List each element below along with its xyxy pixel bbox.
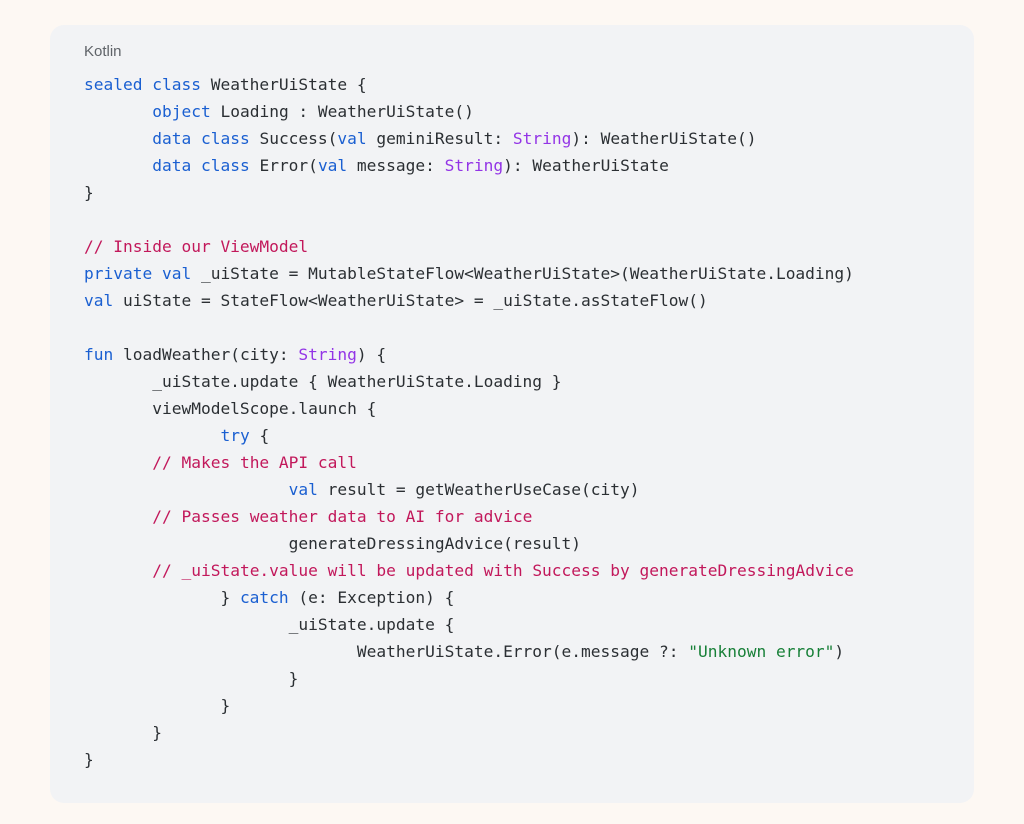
code-line: } <box>84 179 854 206</box>
keyword-token: sealed class <box>84 75 201 94</box>
keyword-token: val <box>84 291 114 310</box>
keyword-token: data class <box>152 129 250 148</box>
code-token: } <box>84 183 94 202</box>
code-token: Loading : WeatherUiState() <box>210 102 474 121</box>
code-token <box>84 480 289 499</box>
code-line: private val _uiState = MutableStateFlow<… <box>84 260 854 287</box>
code-line <box>84 206 854 233</box>
string-token: "Unknown error" <box>688 642 835 661</box>
code-token: ): WeatherUiState <box>503 156 669 175</box>
code-token: loadWeather(city: <box>113 345 299 364</box>
code-line: } <box>84 746 854 773</box>
code-token <box>84 426 220 445</box>
code-token: WeatherUiState.Error(e.message ?: <box>84 642 689 661</box>
code-token: viewModelScope.launch { <box>84 399 377 418</box>
code-token: Error( <box>249 156 318 175</box>
code-line <box>84 314 854 341</box>
code-line: fun loadWeather(city: String) { <box>84 341 854 368</box>
code-token: } <box>84 696 231 715</box>
code-token: uiState = StateFlow<WeatherUiState> = _u… <box>113 291 708 310</box>
code-content[interactable]: sealed class WeatherUiState { object Loa… <box>84 71 854 773</box>
type-token: String <box>298 345 357 364</box>
code-line: // Inside our ViewModel <box>84 233 854 260</box>
code-token: WeatherUiState { <box>200 75 367 94</box>
code-line: } <box>84 692 854 719</box>
code-token: geminiResult: <box>366 129 513 148</box>
code-token: } <box>84 723 162 742</box>
type-token: String <box>444 156 504 175</box>
code-line: _uiState.update { WeatherUiState.Loading… <box>84 368 854 395</box>
code-line: data class Success(val geminiResult: Str… <box>84 125 854 152</box>
keyword-token: val <box>317 156 348 175</box>
code-token: _uiState = MutableStateFlow<WeatherUiSta… <box>191 264 854 283</box>
code-token: } <box>84 750 94 769</box>
keyword-token: val <box>337 129 367 148</box>
code-token: message: <box>347 156 445 175</box>
code-line: generateDressingAdvice(result) <box>84 530 854 557</box>
comment-token: // Passes weather data to AI for advice <box>152 507 533 526</box>
code-token: } <box>84 669 299 688</box>
code-token <box>84 453 152 472</box>
code-token: ): WeatherUiState() <box>571 129 757 148</box>
code-line: data class Error(val message: String): W… <box>84 152 854 179</box>
comment-token: // _uiState.value will be updated with S… <box>152 561 854 580</box>
code-block-card: Kotlin sealed class WeatherUiState { obj… <box>50 25 974 803</box>
code-line: // Passes weather data to AI for advice <box>84 503 854 530</box>
code-line: } <box>84 719 854 746</box>
code-line: sealed class WeatherUiState { <box>84 71 854 98</box>
keyword-token: object <box>152 102 211 121</box>
code-token: _uiState.update { <box>84 615 455 634</box>
code-line: _uiState.update { <box>84 611 854 638</box>
code-token <box>84 507 152 526</box>
keyword-token: data class <box>152 156 250 175</box>
code-line: viewModelScope.launch { <box>84 395 854 422</box>
code-token: ) <box>834 642 845 661</box>
keyword-token: try <box>220 426 250 445</box>
keyword-token: fun <box>84 345 114 364</box>
code-line: WeatherUiState.Error(e.message ?: "Unkno… <box>84 638 854 665</box>
code-token <box>84 156 152 175</box>
code-token: ) { <box>356 345 387 364</box>
code-line: } <box>84 665 854 692</box>
code-token: generateDressingAdvice(result) <box>84 534 582 553</box>
code-line: val uiState = StateFlow<WeatherUiState> … <box>84 287 854 314</box>
code-token: result = getWeatherUseCase(city) <box>317 480 640 499</box>
comment-token: // Makes the API call <box>152 453 357 472</box>
code-token: Success( <box>249 129 338 148</box>
code-token: (e: Exception) { <box>288 588 455 607</box>
code-token <box>84 561 152 580</box>
code-line: // _uiState.value will be updated with S… <box>84 557 854 584</box>
code-token <box>84 129 152 148</box>
code-token: { <box>249 426 270 445</box>
comment-token: // Inside our ViewModel <box>84 237 309 256</box>
code-token <box>84 102 152 121</box>
code-line: // Makes the API call <box>84 449 854 476</box>
code-line: try { <box>84 422 854 449</box>
code-line: object Loading : WeatherUiState() <box>84 98 854 125</box>
code-language-label: Kotlin <box>84 43 122 60</box>
code-line: val result = getWeatherUseCase(city) <box>84 476 854 503</box>
code-token: _uiState.update { WeatherUiState.Loading… <box>84 372 562 391</box>
keyword-token: catch <box>239 588 289 607</box>
code-line: } catch (e: Exception) { <box>84 584 854 611</box>
code-token: } <box>84 588 240 607</box>
keyword-token: val <box>288 480 318 499</box>
keyword-token: private val <box>84 264 192 283</box>
type-token: String <box>512 129 572 148</box>
